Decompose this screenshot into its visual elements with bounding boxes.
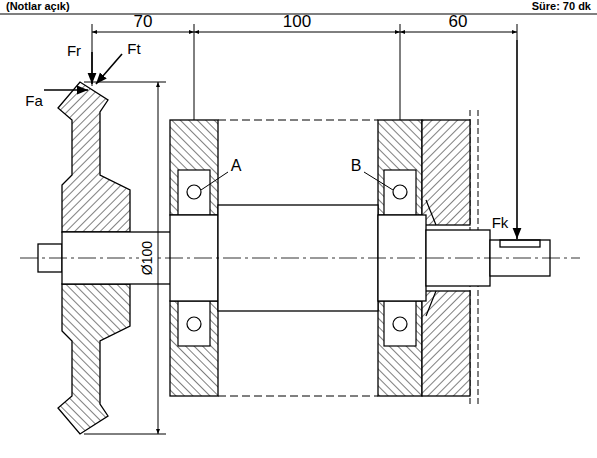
header-note: Süre: 70 dk [530, 0, 593, 13]
force-label: Fa [23, 92, 45, 109]
dimension-text: 100 [281, 12, 313, 31]
force-label: Fk [490, 214, 511, 231]
dimension-text: 60 [447, 12, 470, 31]
force-arrow [44, 40, 517, 239]
diameter-text: Ø100 [139, 239, 155, 277]
center-line [20, 258, 580, 259]
header-note: (Notlar açık) [4, 0, 72, 13]
leader-line [201, 172, 393, 190]
diameter-dimension [84, 82, 166, 434]
bearing-label: B [349, 157, 364, 175]
dimension-text: 70 [132, 12, 155, 31]
force-label: Ft [125, 40, 142, 57]
bearing-label: A [229, 157, 244, 175]
force-label: Fr [65, 42, 83, 59]
dimension-chain [92, 24, 517, 120]
